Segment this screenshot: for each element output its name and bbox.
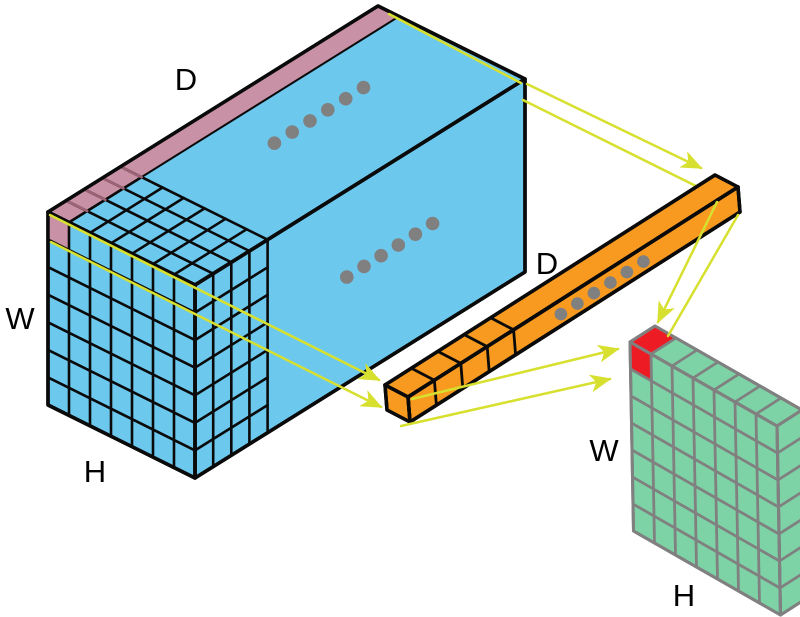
vector-depth-label: D: [536, 246, 558, 281]
fiber-to-vector-arrows: [48, 12, 714, 409]
output-map: [628, 324, 800, 617]
vector-to-output-arrows: [399, 200, 740, 428]
input-height-label: H: [84, 454, 106, 489]
input-width-label: W: [5, 301, 35, 336]
input-volume: [46, 4, 527, 480]
output-height-label: H: [673, 578, 695, 613]
output-width-label: W: [589, 433, 619, 468]
input-depth-label: D: [175, 62, 197, 97]
depth-vector: [383, 173, 742, 424]
